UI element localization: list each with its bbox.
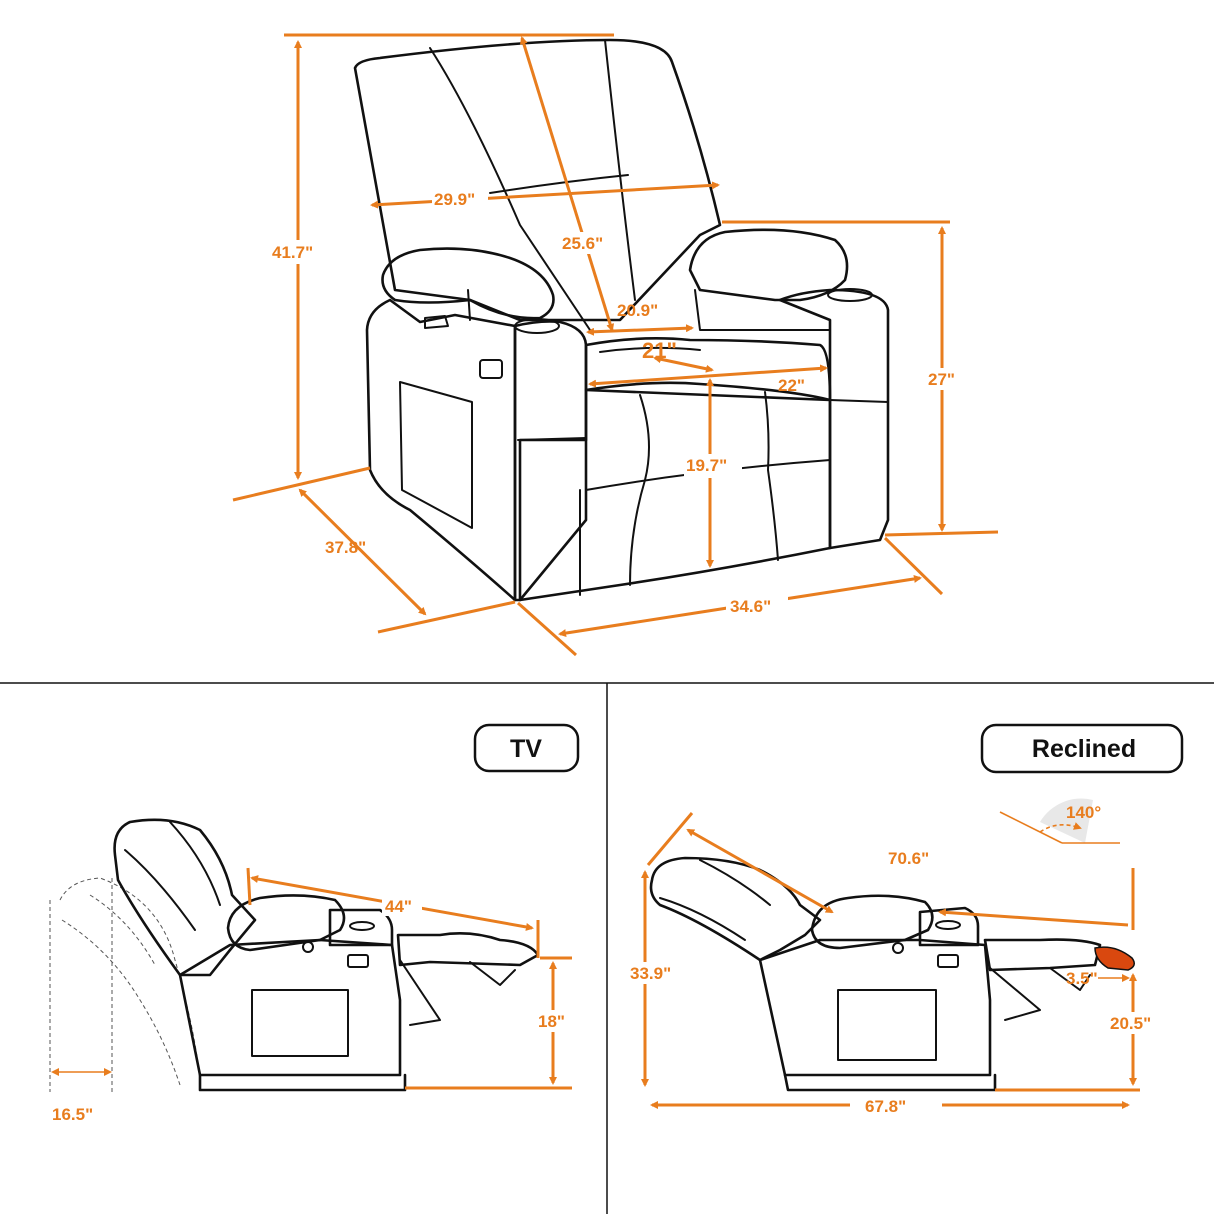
tv-footrest-height-label: 18" <box>538 1012 565 1031</box>
tv-badge-label: TV <box>510 735 542 763</box>
back-width-label: 29.9" <box>434 190 475 209</box>
width-label: 34.6" <box>730 597 771 616</box>
reclined-height-label: 33.9" <box>630 964 671 983</box>
front-view-recliner <box>353 38 890 602</box>
front-view-dimensions: 41.7" 29.9" 25.6" 20.9" 21" 22" 19.7" 27… <box>232 33 999 657</box>
reclined-length-arrow <box>938 908 1129 927</box>
seat-width-label: 21" <box>642 338 677 363</box>
tv-badge <box>473 723 580 773</box>
back-height-arrow <box>519 36 615 332</box>
seat-width-front-arrow <box>588 364 828 388</box>
cup-holder-right <box>827 288 873 302</box>
reclined-view-panel: Reclined 140° 70.6" 33.9" 3.5" <box>628 723 1184 1118</box>
angle-label: 140° <box>1066 803 1101 822</box>
seat-height-label: 19.7" <box>686 456 727 475</box>
tv-view-panel: TV 44" 18" 16.5" <box>49 723 580 1124</box>
tv-length-label: 44" <box>385 897 412 916</box>
tv-footrest <box>396 932 540 967</box>
depth-arrow <box>298 488 427 616</box>
back-height-label: 25.6" <box>562 234 603 253</box>
total-length-label: 67.8" <box>865 1097 906 1116</box>
reclined-badge <box>980 723 1184 774</box>
footrest-tip-highlight <box>1094 946 1135 971</box>
reclined-diag-label: 70.6" <box>888 849 929 868</box>
armrest-gap-label: 20.9" <box>617 301 658 320</box>
angle-icon <box>1040 798 1093 843</box>
reclined-diag-arrow <box>686 828 834 914</box>
seat-width-front-label: 22" <box>778 376 805 395</box>
reclined-footrest-height-label: 20.5" <box>1110 1014 1151 1033</box>
height-total-label: 41.7" <box>272 243 313 262</box>
depth-label: 37.8" <box>325 538 366 557</box>
footrest-thickness-label: 3.5" <box>1066 969 1098 988</box>
arm-height-label: 27" <box>928 370 955 389</box>
power-button-panel <box>479 359 503 379</box>
armrest-gap-arrow <box>586 324 694 336</box>
tv-side-pocket <box>251 989 349 1057</box>
back-width-arrow <box>370 181 720 209</box>
reclined-side-pocket <box>837 989 937 1061</box>
wall-clearance-label: 16.5" <box>52 1105 93 1124</box>
side-pocket <box>399 381 473 529</box>
reclined-badge-label: Reclined <box>1032 735 1136 763</box>
reclined-armrest <box>810 894 934 950</box>
